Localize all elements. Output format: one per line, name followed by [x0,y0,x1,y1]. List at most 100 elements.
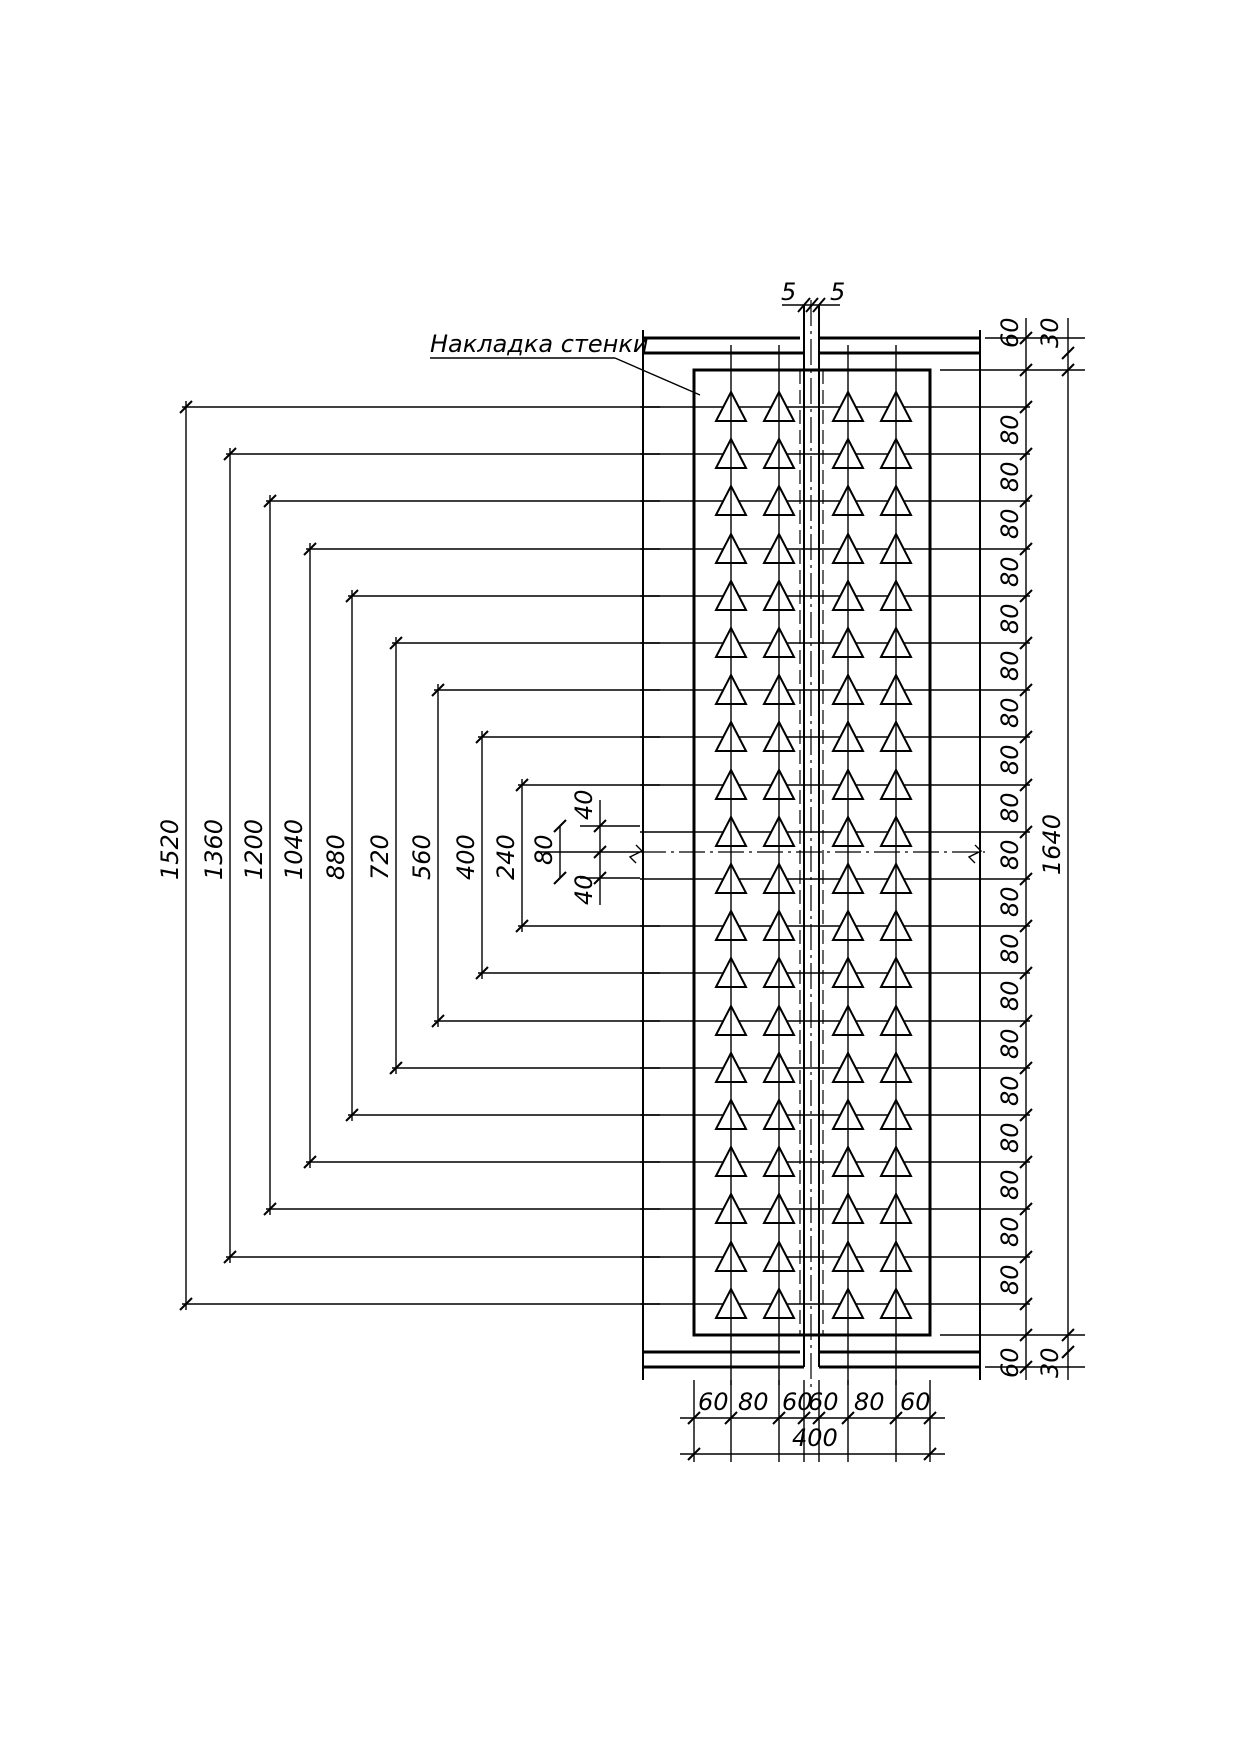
bolt-row-lines [640,406,1030,1305]
plate-label: Накладка стенки [430,330,701,396]
dim-tick [179,1297,193,1311]
dim-tick [841,1411,855,1425]
dim-tick [431,683,445,697]
spacing-label: 80 [996,1264,1024,1295]
bottom-spacing-label: 60 [808,1388,839,1416]
dim-tick [475,966,489,980]
chain-label: 1520 [156,819,184,880]
plate-title: Накладка стенки [430,330,648,358]
web-gap-dimension: 5 5 [781,278,845,313]
spacing-label: 80 [996,461,1024,492]
dim-tick [345,589,359,603]
center-40-bottom-label: 40 [570,874,598,905]
dim-tick [515,778,529,792]
chain-label: 560 [408,834,436,880]
spacing-label: 80 [996,508,1024,539]
overall-height-label: 1640 [1038,814,1066,875]
dim-tick [687,1411,701,1425]
top-flange [643,305,980,370]
dim-tick [1061,346,1075,360]
dim-tick [389,636,403,650]
dim-tick [389,1061,403,1075]
bottom-spacing-label: 60 [782,1388,813,1416]
spacing-label: 80 [996,414,1024,445]
bottom-spacing-label: 80 [854,1388,885,1416]
dim-tick [1019,1202,1033,1216]
spacing-label: 80 [996,556,1024,587]
dim-tick [1019,589,1033,603]
dim-tick [1019,730,1033,744]
dim-tick [263,1202,277,1216]
bottom-edge-30: 30 [1036,1347,1064,1378]
chain-label: 720 [366,834,394,880]
dim-tick [263,494,277,508]
gap-label-left: 5 [781,278,796,306]
dim-tick [1019,542,1033,556]
dim-tick [724,1411,738,1425]
break-mark-right [967,844,983,864]
dim-tick [772,1411,786,1425]
dim-tick [797,1411,811,1425]
dim-tick [1019,1108,1033,1122]
spacing-label: 80 [996,933,1024,964]
top-edge-60: 60 [996,317,1024,348]
dim-tick [687,1447,701,1461]
dim-tick [923,1411,937,1425]
gap-label-right: 5 [830,278,845,306]
dim-tick [1019,363,1033,377]
bolt-grid [714,389,913,1319]
dim-tick [1061,1345,1075,1359]
chain-label: 1200 [240,819,268,880]
spacing-label: 80 [996,886,1024,917]
center-axis-lines [640,300,985,1390]
dim-tick [1019,1297,1033,1311]
spacing-label: 80 [996,603,1024,634]
dim-tick [1019,331,1033,345]
dim-tick [1019,825,1033,839]
dim-tick [1061,1328,1075,1342]
spacing-label: 80 [996,980,1024,1011]
dim-tick [475,730,489,744]
dim-tick [1019,778,1033,792]
dim-tick [1019,1328,1033,1342]
bottom-spacing-label: 60 [698,1388,729,1416]
dim-tick [1019,400,1033,414]
spacing-label: 80 [996,650,1024,681]
bottom-edge-60: 60 [996,1347,1024,1378]
top-edge-30: 30 [1036,317,1064,348]
dim-tick [223,447,237,461]
dim-tick [1019,683,1033,697]
chain-label: 240 [492,834,520,880]
dim-tick [345,1108,359,1122]
dim-tick [812,1411,826,1425]
break-mark-left [628,844,644,864]
spacing-label: 80 [996,1169,1024,1200]
dim-tick [1019,919,1033,933]
dim-tick [303,1155,317,1169]
dim-tick [1019,1061,1033,1075]
dim-tick [923,1447,937,1461]
dim-tick [179,400,193,414]
dim-tick [1019,1360,1033,1374]
bottom-spacing-label: 80 [738,1388,769,1416]
spacing-label: 80 [996,839,1024,870]
bottom-flange [643,1335,980,1369]
chain-label: 880 [322,834,350,880]
dim-tick [889,1411,903,1425]
spacing-label: 80 [996,744,1024,775]
chain-label: 400 [452,834,480,880]
dim-tick [223,1250,237,1264]
dim-tick [1019,872,1033,886]
center-40-top-label: 40 [570,789,598,820]
dim-tick [1019,494,1033,508]
dim-tick [1019,636,1033,650]
dim-tick [515,919,529,933]
spacing-label: 80 [996,1216,1024,1247]
dim-tick [303,542,317,556]
dim-tick [1019,1250,1033,1264]
spacing-label: 80 [996,792,1024,823]
chain-label: 1360 [200,819,228,880]
